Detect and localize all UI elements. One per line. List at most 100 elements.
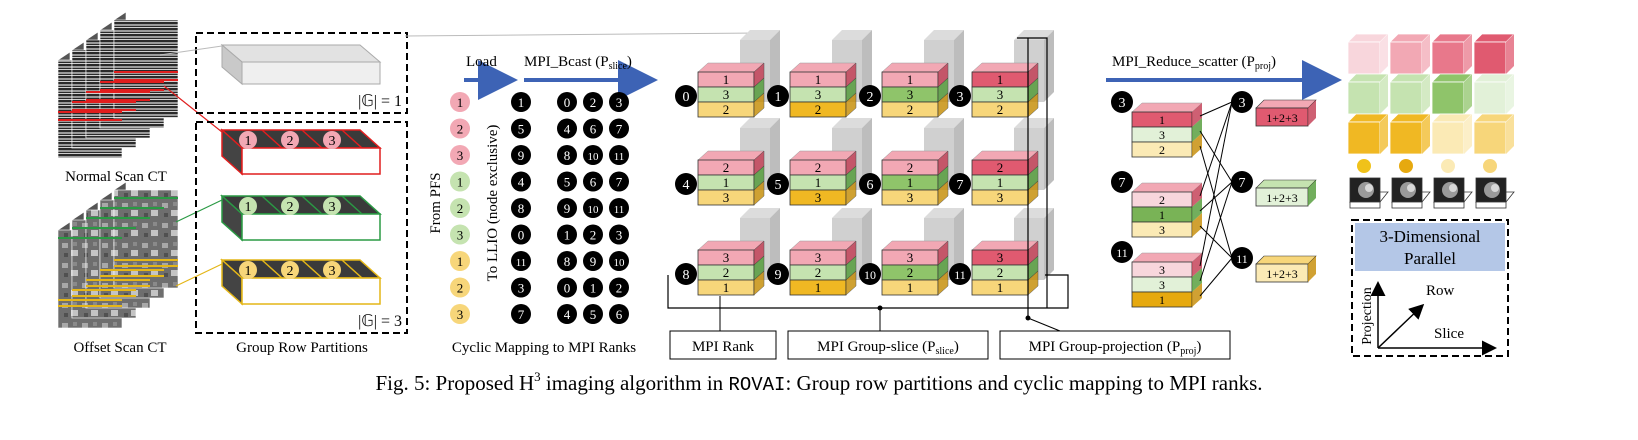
stack-layer-number: 1 [907,175,914,190]
partition-number: 3 [329,200,336,215]
bcast-label: MPI_Bcast (Pslice) [524,54,632,72]
reduce-layer-number: 1 [1159,113,1165,127]
stack-layer-number: 1 [815,280,822,295]
reduce-link [1199,101,1233,267]
grid-rank-number: 7 [957,178,964,193]
reduce-link [1199,101,1233,117]
partition-number-badge [323,197,341,215]
reduce-sum-label: 1+2+3 [1266,267,1298,281]
stack-layer-number: 3 [815,250,822,265]
pfs-number: 1 [457,254,464,269]
bcast-rank-badge [609,92,629,112]
reduce-dst-rank-number: 11 [1236,252,1248,266]
stack-layer-number: 1 [815,175,822,190]
reduce-dst-rank-badge [1231,247,1253,269]
legend-proj-dot [1025,315,1031,321]
reduce-src-rank-number: 7 [1119,176,1126,191]
bcast-rank-badge [557,118,577,139]
stack-layer-number: 2 [997,160,1004,175]
legend-proj-box [999,330,1231,360]
pfs-number: 3 [457,228,464,243]
grid-rank-badge [767,173,789,195]
legend-slice-label: MPI Group-slice (Pslice) [817,339,959,357]
bcast-rank-number: 3 [616,228,623,243]
bcast-rank-badge [583,198,603,218]
stack-layer-number: 1 [723,72,730,87]
group-size-3-label: |𝔾| = 3 [358,313,402,330]
bcast-rank-number: 2 [590,95,597,110]
reduce-dst-rank-badge [1231,91,1253,113]
grid-rank-number: 0 [683,90,690,105]
legend-slice-dot [877,305,883,311]
bcast-rank-number: 8 [564,148,571,163]
stack-layer-number: 3 [907,190,914,205]
partition-number: 2 [287,200,294,215]
grid-rank-number: 4 [683,178,690,193]
legend-rank-box [669,330,777,360]
bcast-rank-number: 5 [590,307,597,322]
grid-rank-number: 6 [867,178,874,193]
result-cube [1431,33,1473,75]
stack-layer-number: 3 [815,190,822,205]
result-cube [1431,113,1473,155]
group-projection-outline [1017,37,1048,308]
normal-scan-label: Normal Scan CT [65,169,167,185]
bcast-rank-number: 7 [616,175,623,190]
bcast-rank-badge [557,277,577,298]
llio-rank-badge [511,277,531,298]
load-label: Load [466,54,497,70]
bcast-rank-badge [557,251,577,271]
offset-scan-ct-stack [57,181,223,329]
grid-rank-badge [675,263,697,285]
grid-rank-badge [767,263,789,285]
llio-rank-badge [511,198,531,218]
stack-layer-number: 2 [723,160,730,175]
reduce-layer-number: 3 [1159,278,1165,292]
reduce-src-rank-badge [1111,241,1133,263]
grid-rank-number: 1 [775,90,782,105]
grid-rank-badge [859,263,881,285]
bcast-rank-number: 4 [564,307,571,322]
rank-stack: 132 [789,30,872,118]
rank-stack: 321 [789,208,872,296]
bcast-rank-badge [609,198,629,218]
rank-stack: 321 [971,208,1054,296]
grid-rank-badge [949,263,971,285]
pfs-badge [450,145,470,165]
partition-number-badge [281,261,299,279]
to-llio-label: To LLIO (node exclusive) [485,125,501,282]
pfs-number: 3 [457,148,464,163]
reduce-link [1199,130,1233,183]
stack-layer-number: 3 [723,190,730,205]
stack-layer-number: 3 [907,87,914,102]
reduce-dst-rank-number: 3 [1239,96,1246,111]
pfs-number: 3 [457,307,464,322]
stack-layer-number: 2 [997,102,1004,117]
grid-rank-number: 11 [954,268,966,282]
bcast-rank-badge [609,145,629,165]
pfs-badge [450,92,470,112]
reduce-source-stack: 213 [1131,182,1203,238]
grid-rank-number: 8 [683,268,690,283]
llio-rank-number: 7 [518,307,525,322]
stack-layer-number: 3 [907,250,914,265]
axis-row [1377,303,1425,349]
pfs-number: 2 [457,201,464,216]
grid-rank-number: 2 [867,90,874,105]
result-dot [1441,159,1455,173]
stack-layer-number: 2 [815,160,822,175]
group-size-1-box [195,32,408,114]
parallel-title-line1: 3-Dimensional [1379,227,1480,246]
partition-number-badge [323,131,341,149]
result-cube [1347,73,1389,115]
bcast-rank-badge [609,277,629,298]
bcast-rank-badge [609,118,629,139]
reduce-link [1199,257,1233,297]
slab-top-connector [404,32,761,37]
pfs-badge [450,198,470,218]
slab-connector [159,45,223,56]
figure-caption: Fig. 5: Proposed H3 imaging algorithm in… [375,369,1262,396]
rank-grid: 1320132113221323213421352136213732183219… [675,30,1054,296]
